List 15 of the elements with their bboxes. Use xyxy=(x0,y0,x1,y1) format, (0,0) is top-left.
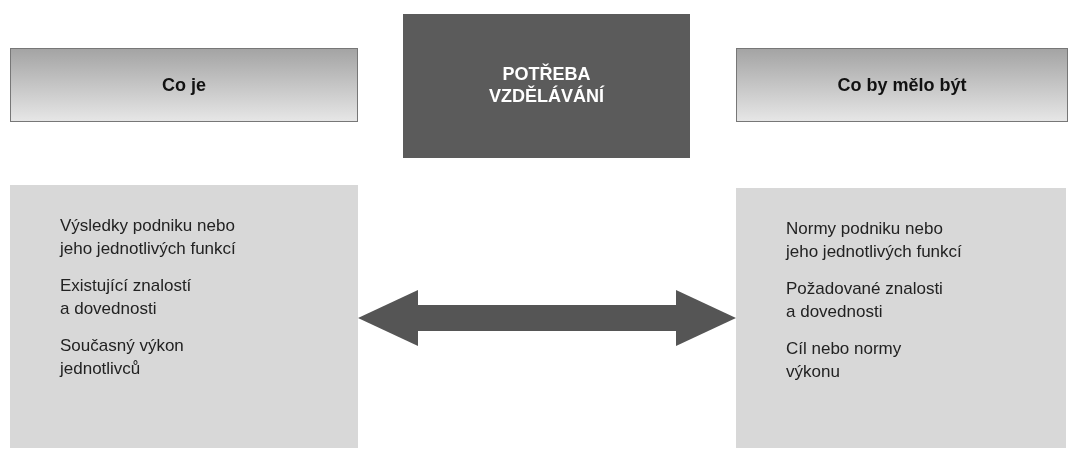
list-item: Výsledky podniku nebo jeho jednotlivých funkcí xyxy=(60,215,237,260)
list-item: Požadované znalosti a dovednosti xyxy=(786,277,944,323)
content-box xyxy=(736,188,1066,448)
box-label: POTŘEBA VZDĚLÁVÁNÍ xyxy=(488,64,606,108)
list-item: Cíl nebo normy výkonu xyxy=(786,337,903,383)
title-box xyxy=(403,14,690,158)
box-label: Co by mělo být xyxy=(837,74,967,96)
list-item: Současný výkon jednotlivců xyxy=(60,334,185,380)
double-arrow xyxy=(358,290,736,346)
list-item: Existující znalostí a dovednosti xyxy=(60,274,193,320)
header-box xyxy=(10,48,358,122)
content-box xyxy=(10,185,358,448)
list-item: Normy podniku nebo jeho jednotlivých funkcí xyxy=(786,218,963,263)
header-box xyxy=(736,48,1068,122)
box-label: Co je xyxy=(162,74,206,96)
